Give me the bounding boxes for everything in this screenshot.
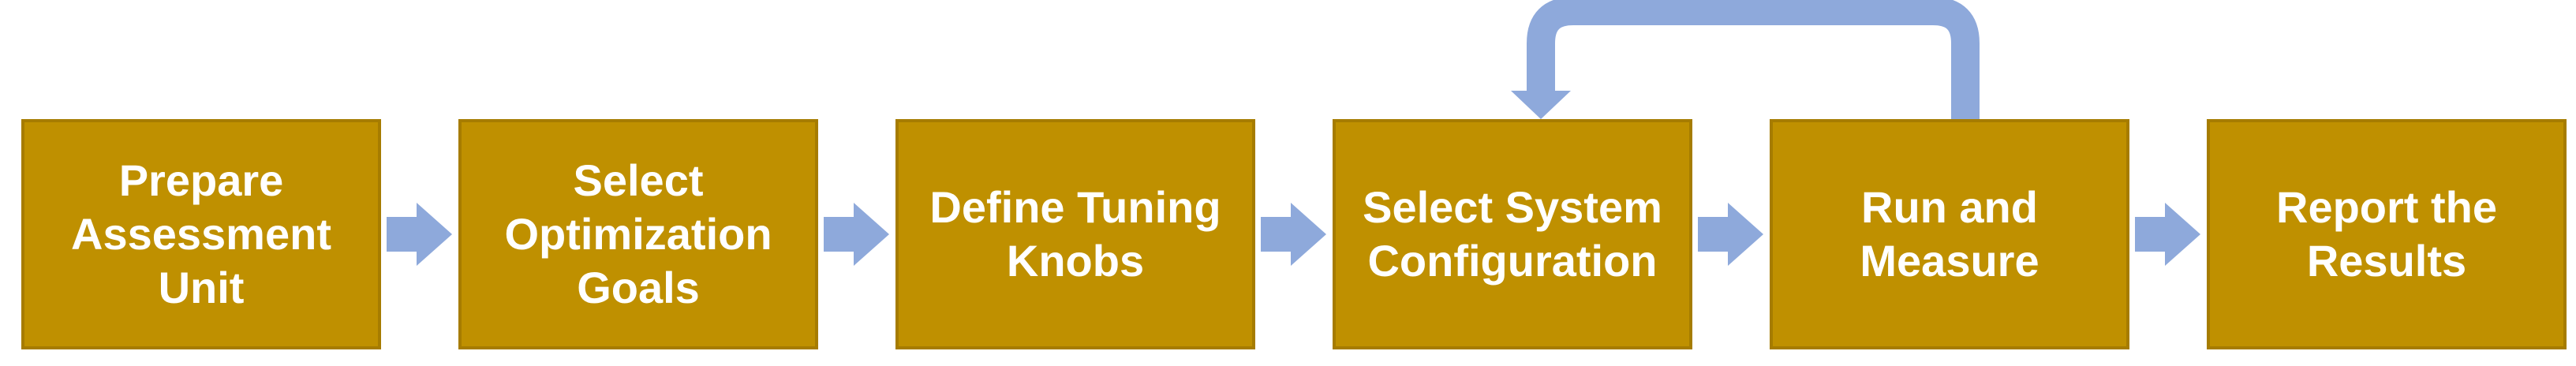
step-label: Prepare Assessment Unit [71,155,331,312]
step-prepare-assessment-unit: Prepare Assessment Unit [21,119,381,349]
step-run-and-measure: Run and Measure [1770,119,2129,349]
step-select-optimization-goals: Select Optimization Goals [458,119,818,349]
step-label: Run and Measure [1860,182,2039,286]
step-label: Select Optimization Goals [504,155,772,312]
step-select-system-configuration: Select System Configuration [1333,119,1692,349]
step-report-the-results: Report the Results [2207,119,2567,349]
step-define-tuning-knobs: Define Tuning Knobs [895,119,1255,349]
feedback-loop-arrow [1527,0,1980,119]
feedback-loop-arrowhead [1511,91,1571,119]
arrow-step5-to-step6 [2135,203,2200,266]
step-label: Report the Results [2276,182,2497,286]
step-label: Define Tuning Knobs [929,182,1221,286]
arrow-step4-to-step5 [1698,203,1763,266]
arrow-step3-to-step4 [1261,203,1326,266]
arrow-step1-to-step2 [387,203,452,266]
step-label: Select System Configuration [1363,182,1662,286]
arrow-step2-to-step3 [824,203,889,266]
